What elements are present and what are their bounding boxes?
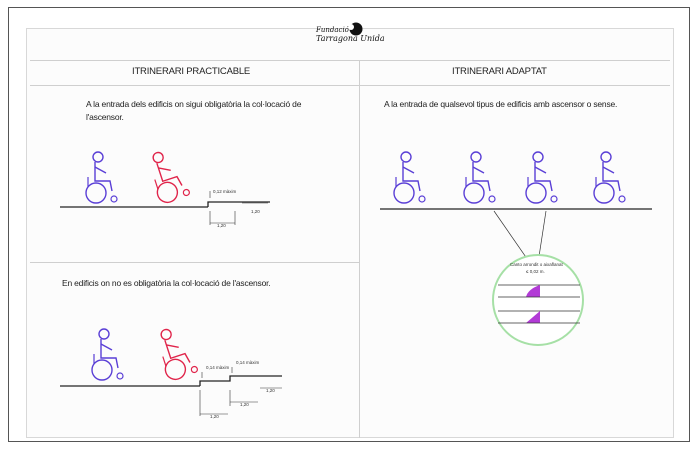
tilted-wheelchair-user-icon — [144, 146, 192, 206]
landing-dimension-label: 1,20 — [251, 209, 260, 214]
right-scene: Canto arrondit o aixaflanat ≤ 0,02 m. — [380, 151, 652, 346]
run1-dimension-label: 1,20 — [210, 414, 219, 419]
top-left-scene: 0,12 màxim 1,20 1,20 — [60, 146, 270, 228]
left-column-title: ITRINERARI PRACTICABLE — [132, 66, 251, 77]
bottom-left-scene: 0,14 màxim 0,14 màxim 1,20 1,20 1,20 — [60, 323, 282, 419]
run2-dimension-label: 1,20 — [240, 402, 249, 407]
diagram-sheet — [26, 28, 674, 438]
tilted-wheelchair-user-icon — [152, 323, 200, 383]
detail-pointer — [493, 210, 531, 264]
wheelchair-user-icon — [85, 151, 118, 204]
logo-mark-icon — [348, 22, 363, 36]
column-divider — [359, 60, 360, 438]
landing-dimension-label: 1,20 — [266, 388, 275, 393]
wheelchair-user-icon — [91, 328, 124, 381]
run-dimension-label: 1,20 — [217, 223, 226, 228]
left-bottom-caption: En edificis on no es obligatòria la col·… — [62, 278, 271, 288]
edge-detail-callout: Canto arrondit o aixaflanat ≤ 0,02 m. — [492, 254, 584, 346]
steps-profile — [199, 375, 282, 386]
logo-line-2: Tarragona Unida — [316, 34, 385, 43]
step1-dimension-label: 0,14 màxim — [206, 365, 230, 370]
step-profile — [207, 201, 270, 207]
logo-line-1: Fundació — [316, 26, 349, 34]
wheelchair-user-icon — [525, 151, 558, 204]
step2-dimension-label: 0,14 màxim — [236, 360, 260, 365]
section-divider — [30, 262, 359, 263]
right-caption: A la entrada de qualsevol tipus de edifi… — [384, 99, 618, 109]
wheelchair-user-icon — [393, 151, 426, 204]
detail-label: Canto arrondit o aixaflanat — [510, 262, 564, 267]
wheelchair-user-icon — [593, 151, 626, 204]
chamfered-edge-icon — [526, 311, 540, 323]
header-band — [30, 60, 670, 86]
wheelchair-user-icon — [463, 151, 496, 204]
step-dimension-label: 0,12 màxim — [213, 189, 237, 194]
detail-value: ≤ 0,02 m. — [526, 269, 545, 274]
rounded-edge-icon — [526, 285, 540, 297]
left-top-caption: A la entrada dels edificis on sigui obli… — [86, 99, 302, 122]
right-column-title: ITRINERARI ADAPTAT — [452, 66, 547, 77]
logo: Fundació Tarragona Unida — [316, 22, 408, 64]
